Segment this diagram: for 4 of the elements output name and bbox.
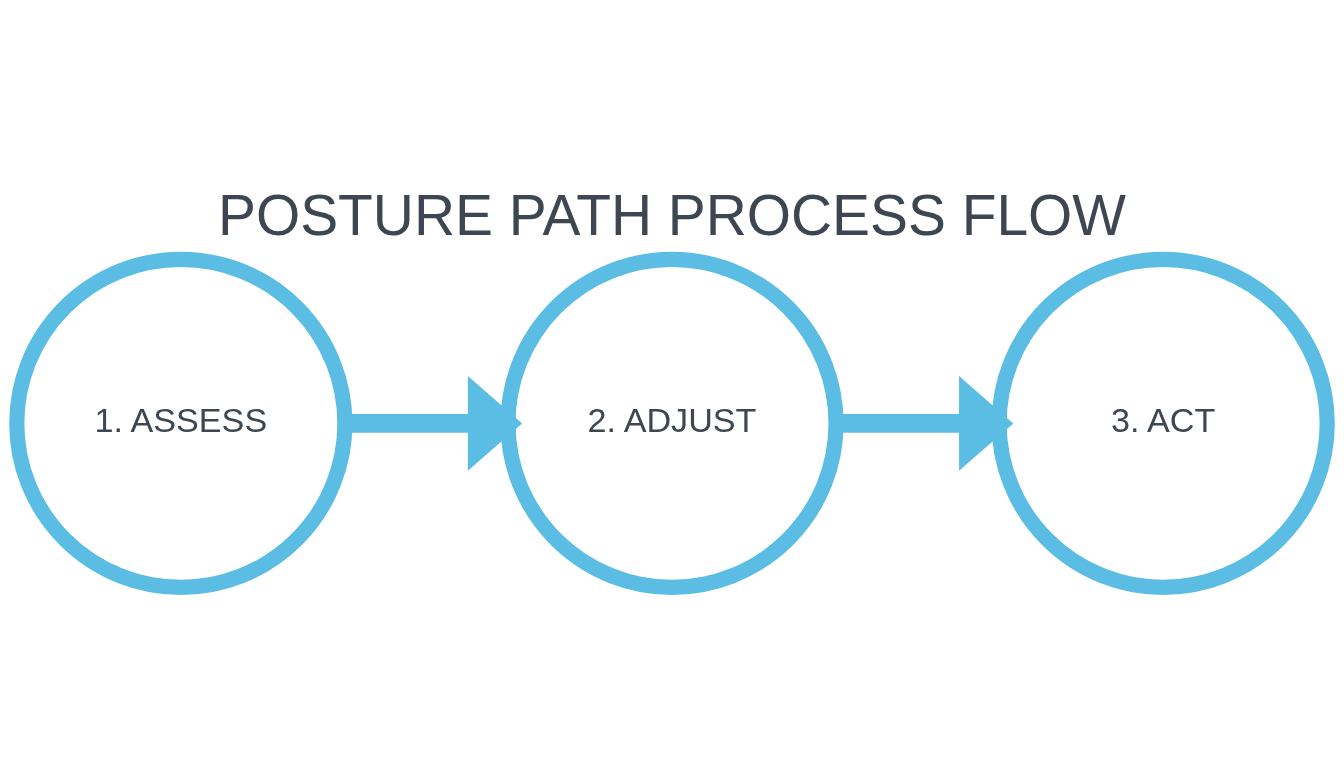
node-circle: 1. ASSESS bbox=[9, 251, 353, 595]
diagram-title: POSTURE PATH PROCESS FLOW bbox=[218, 182, 1126, 247]
node-circle: 3. ACT bbox=[991, 251, 1335, 595]
node-circle: 2. ADJUST bbox=[500, 251, 844, 595]
